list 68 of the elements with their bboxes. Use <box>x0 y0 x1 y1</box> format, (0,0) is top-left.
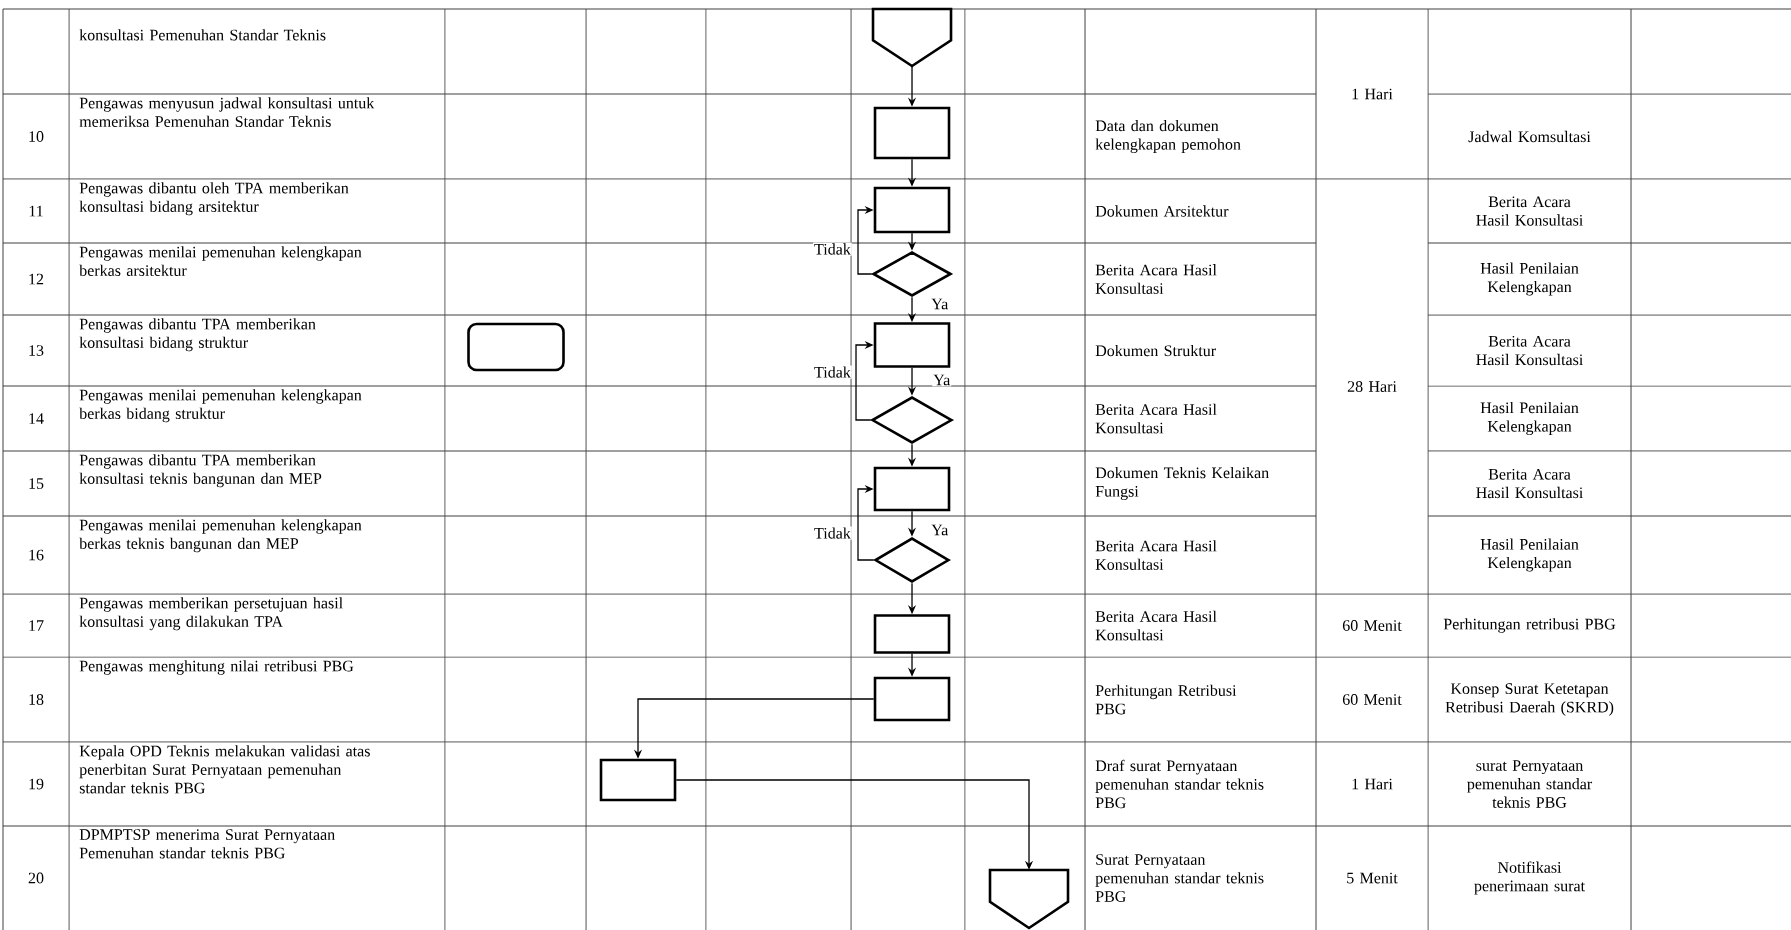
activity-text: Pengawas menilai pemenuhan kelengkapan berkas arsitektur <box>79 246 362 276</box>
activity-text: Pengawas memberikan persetujuan hasil konsultasi yang dilakukan TPA <box>79 597 343 631</box>
activity-text: Pengawas menilai pemenuhan kelengkapan berkas bidang struktur <box>79 389 362 423</box>
input-text: Berita Acara Hasil Konsultasi <box>1095 540 1217 570</box>
process-box <box>873 676 951 722</box>
row-number: 12 <box>29 273 44 285</box>
output-text: Hasil Penilaian Kelengkapan <box>1480 262 1579 296</box>
row-number: 13 <box>29 345 44 356</box>
input-text: Draf surat Pernyataan pemenuhan standar teknis PBG <box>1095 759 1264 809</box>
arrow <box>857 484 875 561</box>
off-page-connector <box>988 868 1070 930</box>
input-text: Dokumen Struktur <box>1095 344 1216 357</box>
row-number: 11 <box>29 205 43 217</box>
activity-text: Pengawas dibantu oleh TPA memberikan konsultasi bidang arsitektur <box>79 182 349 216</box>
output-text: Berita Acara Hasil Konsultasi <box>1476 468 1583 499</box>
input-text: Dokumen Arsitektur <box>1095 205 1229 217</box>
activity-text: Pengawas menyusun jadwal konsultasi untuk memeriksa Pemenuhan Standar Teknis <box>79 97 375 127</box>
row-number: 15 <box>29 478 44 489</box>
process-box <box>873 466 951 512</box>
input-text: Perhitungan Retribusi PBG <box>1095 684 1237 715</box>
edge-label: Tidak <box>813 526 852 540</box>
output-text: Jadwal Komsultasi <box>1468 130 1591 143</box>
output-text: Berita Acara Hasil Konsultasi <box>1476 335 1583 366</box>
activity-text: DPMPTSP menerima Surat Pernyataan Pemenuhan standar teknis PBG <box>79 829 335 859</box>
activity-text: konsultasi Pemenuhan Standar Teknis <box>79 29 326 41</box>
input-text: Berita Acara Hasil Konsultasi <box>1095 264 1217 294</box>
row-number: 19 <box>29 778 44 790</box>
edge-label: Ya <box>930 297 950 311</box>
output-text: Konsep Surat Ketetapan Retribusi Daerah (SKRD) <box>1445 683 1614 716</box>
activity-text: Pengawas dibantu TPA memberikan konsultasi bidang struktur <box>79 318 316 352</box>
process-box <box>873 614 951 654</box>
time-text: 1 Hari <box>1352 88 1393 100</box>
activity-text: Kepala OPD Teknis melakukan validasi atas penerbitan Surat Pernyataan pemenuhan standar teknis PBG <box>79 745 370 794</box>
time-text: 5 Menit <box>1347 872 1398 884</box>
row-number: 20 <box>28 872 44 884</box>
process-box <box>873 186 951 234</box>
row-number: 16 <box>29 549 44 561</box>
off-page-connector <box>871 7 953 68</box>
time-text: 28 Hari <box>1347 381 1397 392</box>
edge-label: Tidak <box>813 242 852 256</box>
time-text: 1 Hari <box>1352 778 1393 790</box>
edge-label: Tidak <box>813 365 852 379</box>
edge-label: Ya <box>932 373 952 387</box>
input-text: Dokumen Teknis Kelaikan Fungsi <box>1095 467 1269 501</box>
edge-label: Ya <box>930 523 950 537</box>
output-text: Perhitungan retribusi PBG <box>1443 618 1616 633</box>
input-text: Berita Acara Hasil Konsultasi <box>1095 610 1217 641</box>
output-text: Notifikasi penerimaan surat <box>1474 861 1585 895</box>
input-text: Data dan dokumen kelengkapan pemohon <box>1095 120 1241 154</box>
output-text: Berita Acara Hasil Konsultasi <box>1476 196 1583 226</box>
input-text: Surat Pernyataan pemenuhan standar teknis PBG <box>1095 854 1264 902</box>
time-text: 60 Menit <box>1342 620 1402 631</box>
activity-text: Pengawas dibantu TPA memberikan konsultasi teknis bangunan dan MEP <box>79 454 322 488</box>
activity-text: Pengawas menghitung nilai retribusi PBG <box>79 660 354 675</box>
activity-text: Pengawas menilai pemenuhan kelengkapan berkas teknis bangunan dan MEP <box>79 519 362 553</box>
row-number: 18 <box>29 694 44 705</box>
process-box <box>873 322 951 368</box>
terminator-box <box>467 322 565 372</box>
output-text: Hasil Penilaian Kelengkapan <box>1480 538 1579 572</box>
output-text: surat Pernyataan pemenuhan standar teknis PBG <box>1467 760 1593 808</box>
process-box <box>599 758 677 802</box>
row-number: 17 <box>29 620 44 631</box>
row-number: 14 <box>29 413 44 424</box>
output-text: Hasil Penilaian Kelengkapan <box>1480 402 1579 436</box>
time-text: 60 Menit <box>1342 694 1402 705</box>
process-box <box>873 106 951 160</box>
row-number: 10 <box>29 131 44 142</box>
input-text: Berita Acara Hasil Konsultasi <box>1095 403 1217 434</box>
